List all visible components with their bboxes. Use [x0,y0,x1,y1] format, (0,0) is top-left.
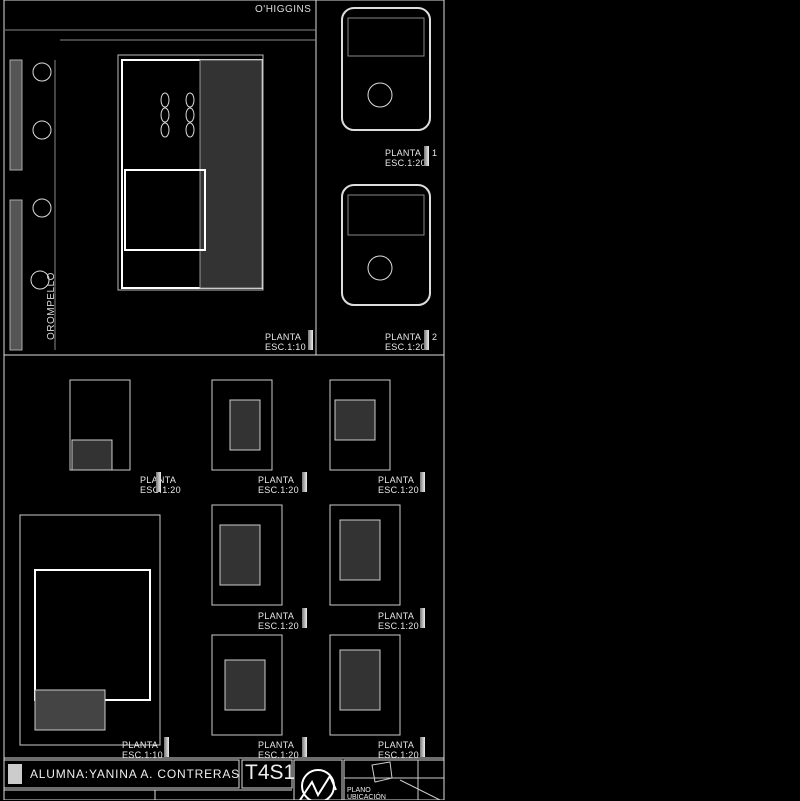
floor-plans [19,379,401,746]
location-plan-label: PLANO UBICACIÓN [347,787,386,801]
scale-bar [424,330,429,350]
scale-bar [424,146,429,166]
scale-bar [164,737,169,757]
student-name: ALUMNA:YANINA A. CONTRERAS MENDOZA [30,767,242,781]
parking-plan-1 [341,7,431,131]
sheet-code: T4S1 [245,761,296,784]
site-plan [5,29,316,351]
title-block [3,759,445,800]
scale-bar [308,330,313,350]
sheet-frame [3,0,445,800]
street-label-ohiggins: O'HIGGINS [255,4,312,15]
scale-bar [420,608,425,628]
university-logo [8,764,22,784]
plan-number: 1 [432,148,438,158]
parking-plan-2 [341,184,431,306]
scale-bar [302,737,307,757]
street-label-orompello: OROMPELLO [46,272,57,340]
scale-bar [302,608,307,628]
scale-bar [420,737,425,757]
scale-bar [302,472,307,492]
scale-bar [156,472,161,492]
scale-bar [420,472,425,492]
plan-number: 2 [432,332,438,342]
